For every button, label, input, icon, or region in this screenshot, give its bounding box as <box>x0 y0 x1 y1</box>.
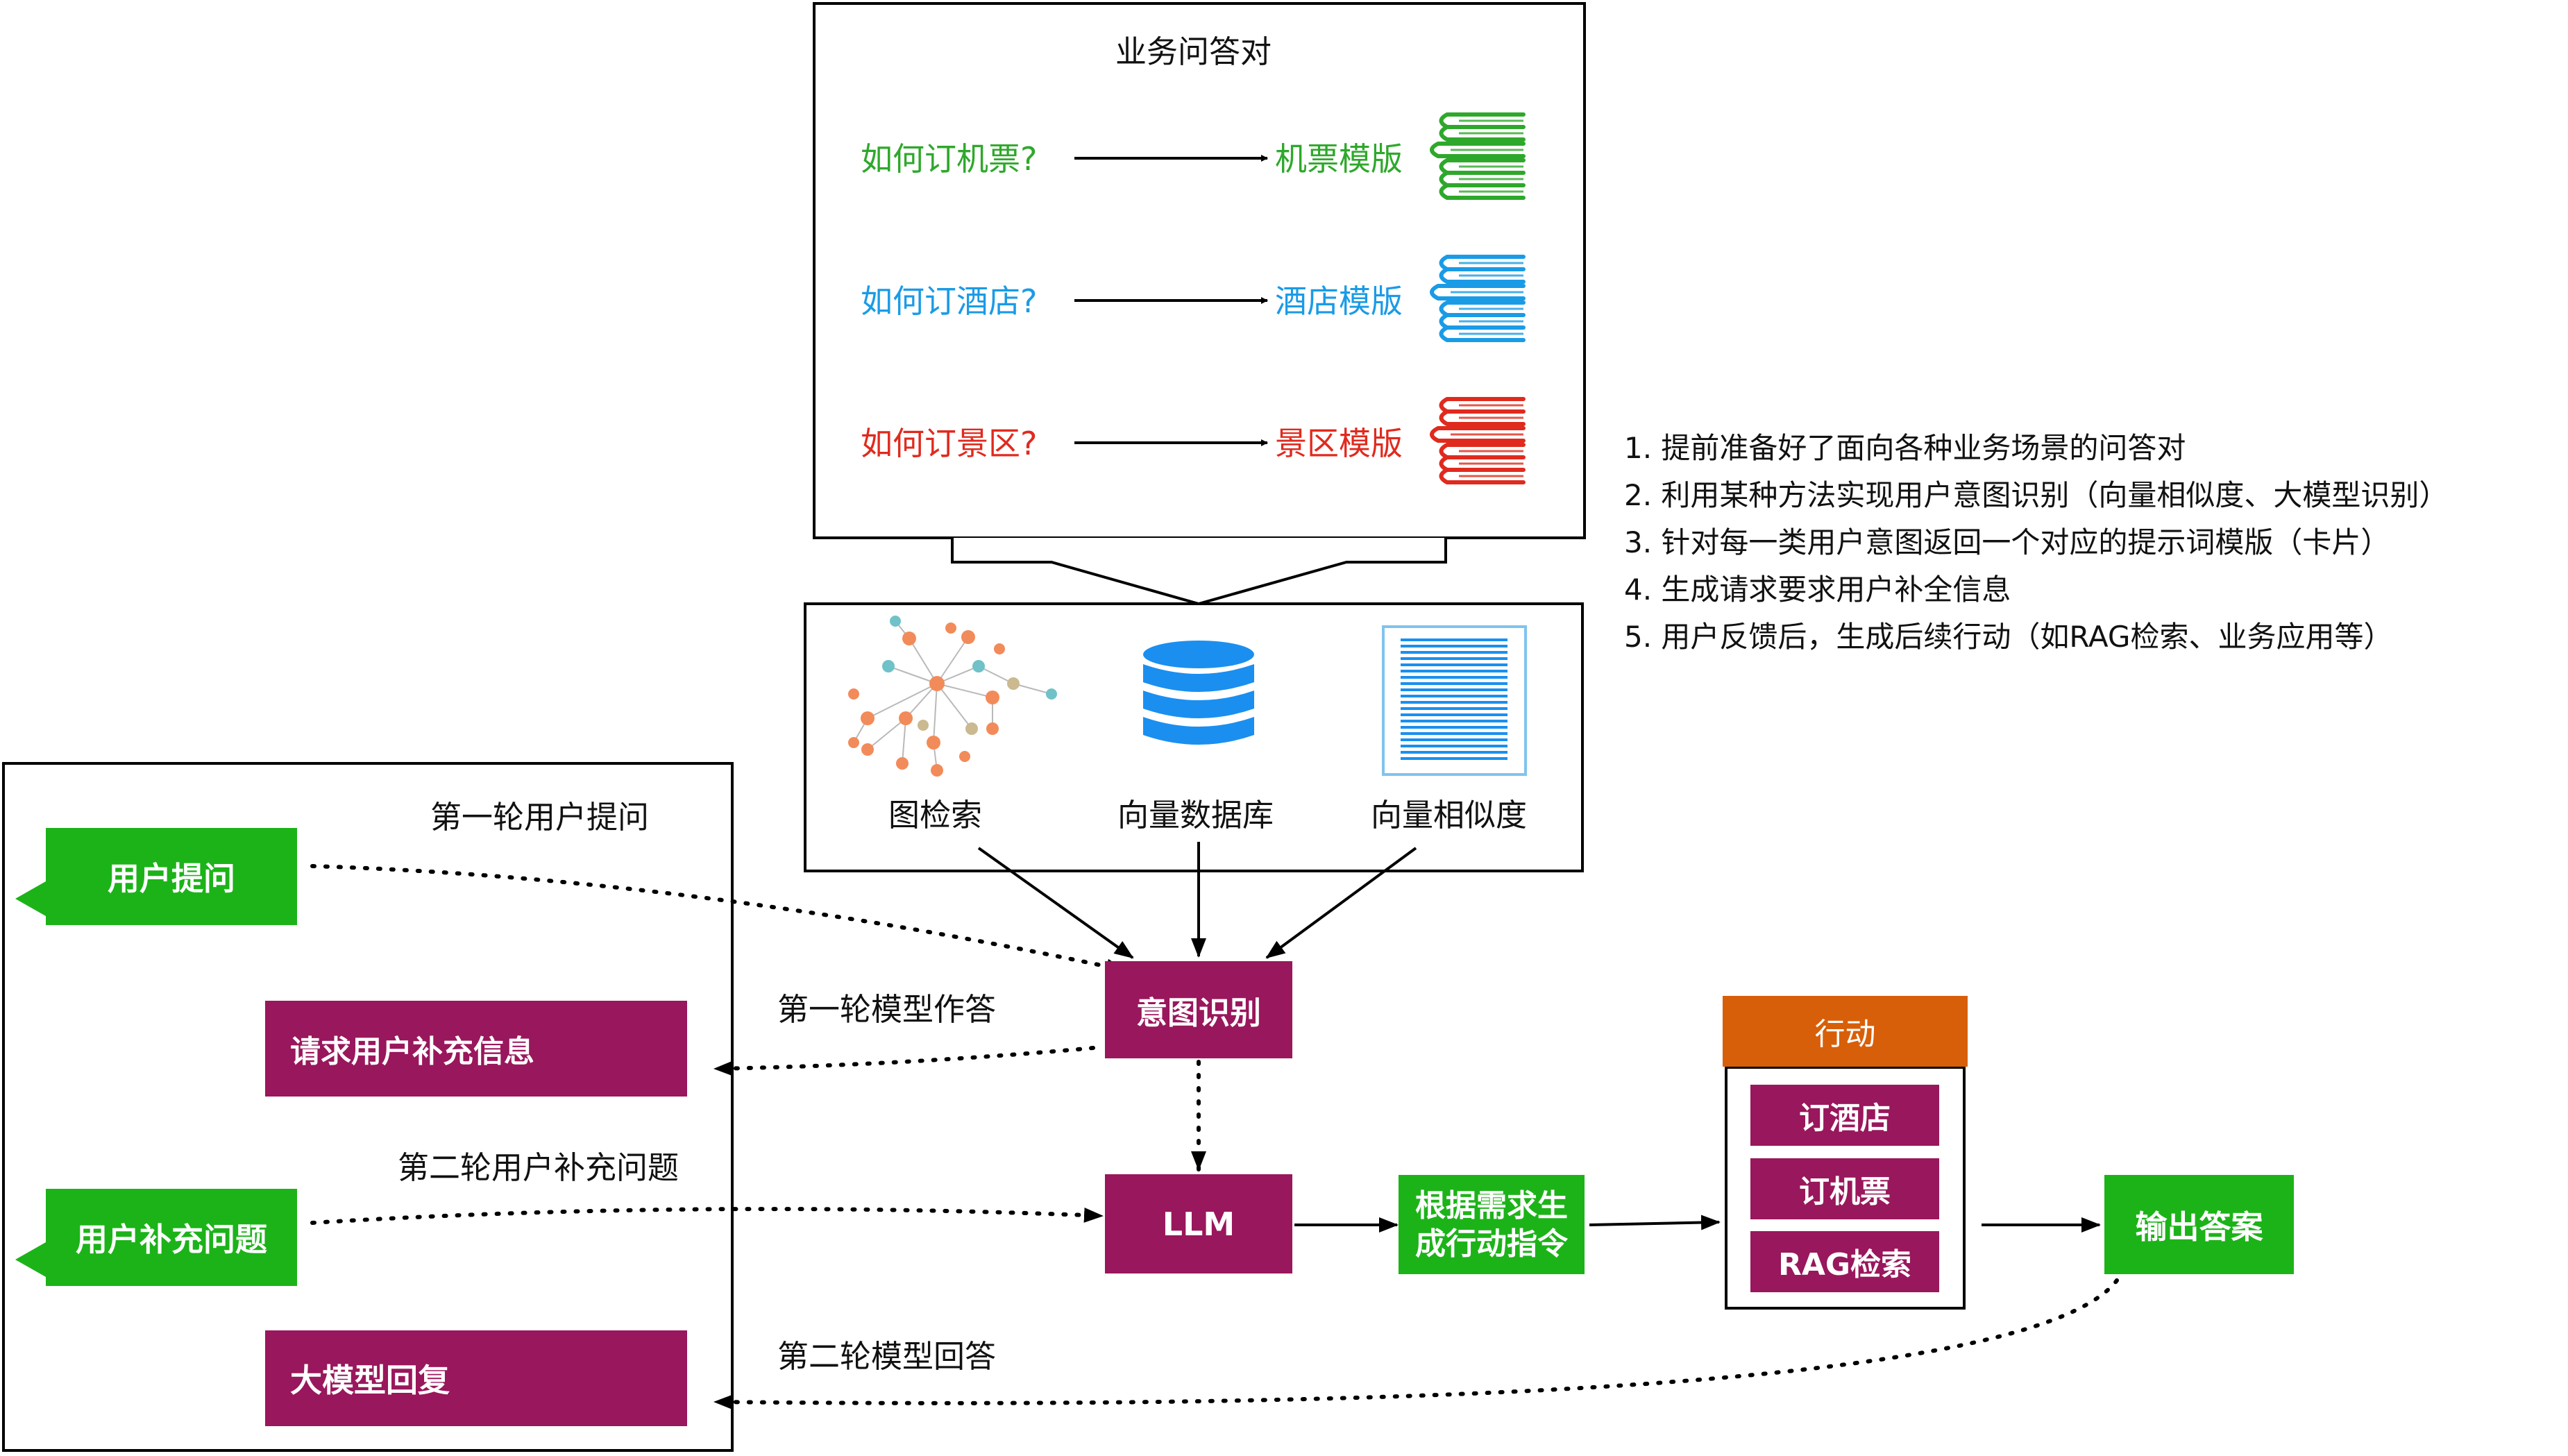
llm-text: LLM <box>1162 1205 1235 1243</box>
qa-question-hotel: 如何订酒店? <box>861 282 1038 320</box>
big-down-arrow <box>951 538 1447 606</box>
action-item-text: 订机票 <box>1799 1174 1891 1210</box>
qa-panel-title: 业务问答对 <box>1115 33 1272 70</box>
action-item: 订机票 <box>1750 1158 1939 1219</box>
intent-recognition-text: 意图识别 <box>1135 994 1261 1031</box>
flight-template-book-icon <box>1432 115 1523 198</box>
action-header-text: 行动 <box>1814 1017 1876 1052</box>
steps-list: 1. 提前准备好了面向各种业务场景的问答对 2. 利用某种方法实现用户意图识别（… <box>1624 425 2448 661</box>
output-answer-text: 输出答案 <box>2135 1208 2263 1246</box>
hotel-template-book-icon <box>1432 257 1523 340</box>
step-item: 2. 利用某种方法实现用户意图识别（向量相似度、大模型识别） <box>1624 478 2449 512</box>
user-question-text: 用户提问 <box>108 860 235 897</box>
scenic-template-book-icon <box>1432 399 1523 482</box>
generate-action-text-line2: 成行动指令 <box>1415 1226 1568 1262</box>
step-item: 5. 用户反馈后，生成后续行动（如RAG检索、业务应用等） <box>1624 620 2393 654</box>
action-header: 行动 <box>1723 996 1968 1067</box>
method-label-vector-similarity: 向量相似度 <box>1371 797 1528 833</box>
qa-question-flight: 如何订机票? <box>861 140 1038 178</box>
barcode-icon <box>1382 625 1527 776</box>
step-item: 3. 针对每一类用户意图返回一个对应的提示词模版（卡片） <box>1624 525 2390 559</box>
user-question-bubble: 用户提问 <box>46 828 297 925</box>
qa-template-hotel: 酒店模版 <box>1275 282 1403 320</box>
edge-label-round1-user: 第一轮用户提问 <box>430 799 650 836</box>
edge-label-round2-user: 第二轮用户补充问题 <box>398 1149 679 1186</box>
graph-nodes <box>848 616 1057 777</box>
intent-recognition-node: 意图识别 <box>1105 961 1292 1058</box>
action-item: 订酒店 <box>1750 1085 1939 1146</box>
user-supplement-text: 用户补充问题 <box>76 1221 267 1258</box>
method-label-graph-search: 图检索 <box>888 797 983 833</box>
edge-label-round1-model: 第一轮模型作答 <box>777 991 997 1028</box>
model-reply-text: 大模型回复 <box>290 1362 450 1399</box>
qa-template-scenic: 景区模版 <box>1275 425 1403 462</box>
user-supplement-tail <box>15 1242 46 1277</box>
step-item: 4. 生成请求要求用户补全信息 <box>1624 573 2011 607</box>
action-item-text: RAG检索 <box>1777 1247 1912 1283</box>
model-reply-box: 大模型回复 <box>265 1330 687 1426</box>
action-item: RAG检索 <box>1750 1231 1939 1292</box>
user-supplement-bubble: 用户补充问题 <box>46 1189 297 1286</box>
edge-label-round2-model: 第二轮模型回答 <box>777 1338 997 1375</box>
user-question-tail <box>15 881 46 916</box>
request-info-text: 请求用户补充信息 <box>290 1034 534 1069</box>
generate-action-node: 根据需求生 成行动指令 <box>1399 1175 1585 1274</box>
request-info-box: 请求用户补充信息 <box>265 1001 687 1097</box>
output-answer-node: 输出答案 <box>2104 1175 2294 1274</box>
llm-node: LLM <box>1105 1174 1292 1273</box>
generate-action-text-line1: 根据需求生 <box>1415 1187 1568 1224</box>
action-item-text: 订酒店 <box>1799 1101 1891 1136</box>
step-item: 1. 提前准备好了面向各种业务场景的问答对 <box>1624 431 2186 465</box>
qa-template-flight: 机票模版 <box>1275 140 1403 178</box>
qa-question-scenic: 如何订景区? <box>861 425 1038 462</box>
method-label-vector-db: 向量数据库 <box>1117 797 1274 833</box>
database-icon <box>1143 641 1254 745</box>
